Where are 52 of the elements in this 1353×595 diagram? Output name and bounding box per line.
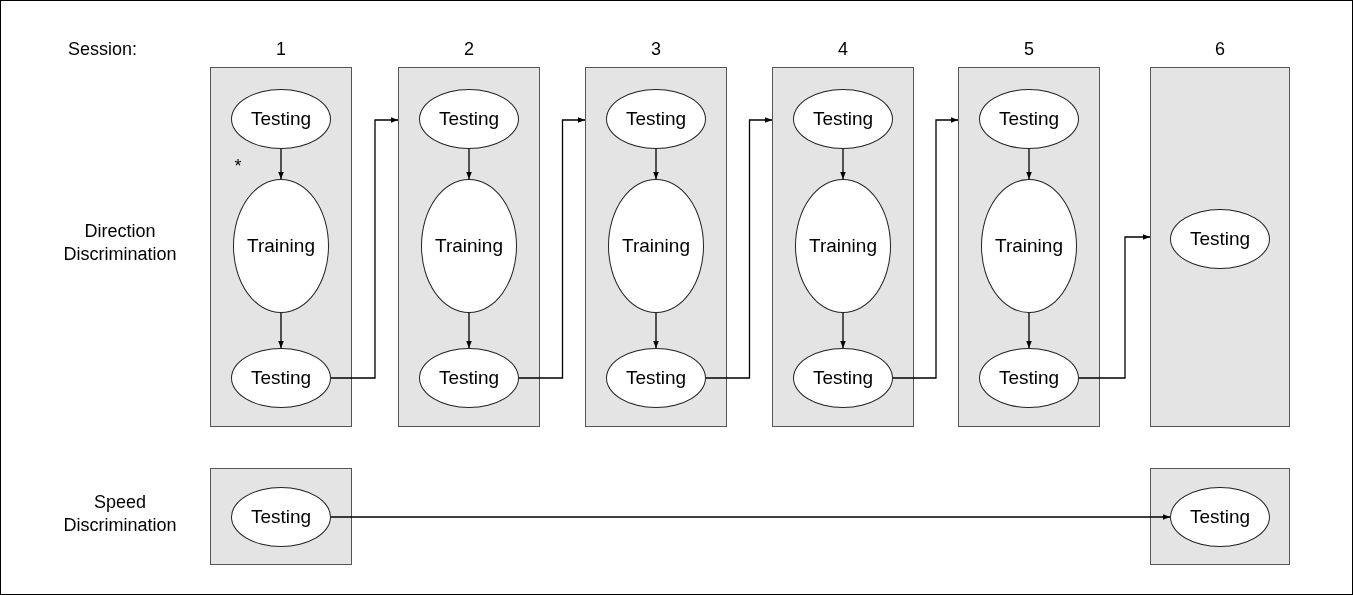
footnote-mark: * — [233, 155, 243, 178]
arrow — [840, 312, 846, 349]
session-number: 4 — [837, 38, 849, 61]
session-panel — [1150, 67, 1290, 427]
arrow — [1026, 312, 1032, 349]
session-number: 1 — [275, 38, 287, 61]
arrow — [466, 312, 472, 349]
session-panel — [210, 468, 352, 565]
session-panel — [398, 67, 540, 427]
arrow — [330, 514, 1171, 520]
row-label: Direction Discrimination — [62, 220, 178, 267]
stage-ellipse: Testing — [793, 348, 893, 408]
arrow — [330, 117, 399, 379]
stage-ellipse: Testing — [231, 348, 331, 408]
arrow — [840, 148, 846, 180]
arrow — [1078, 234, 1151, 379]
session-number: 5 — [1023, 38, 1035, 61]
arrow — [466, 148, 472, 180]
stage-ellipse: Testing — [979, 348, 1079, 408]
stage-ellipse: Testing — [606, 89, 706, 149]
arrow — [1026, 148, 1032, 180]
stage-ellipse: Testing — [793, 89, 893, 149]
stage-ellipse: Training — [795, 179, 891, 313]
arrow — [278, 312, 284, 349]
session-panel — [958, 67, 1100, 427]
stage-ellipse: Training — [421, 179, 517, 313]
session-panel — [772, 67, 914, 427]
stage-ellipse: Testing — [1170, 209, 1270, 269]
session-panel — [210, 67, 352, 427]
stage-ellipse: Testing — [419, 348, 519, 408]
arrow — [278, 148, 284, 180]
stage-ellipse: Testing — [979, 89, 1079, 149]
stage-ellipse: Testing — [231, 89, 331, 149]
stage-ellipse: Training — [981, 179, 1077, 313]
row-label: Speed Discrimination — [62, 491, 178, 538]
arrow — [653, 312, 659, 349]
stage-ellipse: Training — [233, 179, 329, 313]
stage-ellipse: Testing — [231, 487, 331, 547]
stage-ellipse: Testing — [1170, 487, 1270, 547]
arrow — [653, 148, 659, 180]
arrow — [518, 117, 586, 379]
session-number: 2 — [463, 38, 475, 61]
stage-ellipse: Training — [608, 179, 704, 313]
session-panel — [1150, 468, 1290, 565]
session-number: 3 — [650, 38, 662, 61]
stage-ellipse: Testing — [606, 348, 706, 408]
arrow — [892, 117, 959, 379]
session-panel — [585, 67, 727, 427]
arrow — [705, 117, 773, 379]
row-heading: Session: — [66, 38, 138, 61]
stage-ellipse: Testing — [419, 89, 519, 149]
session-number: 6 — [1214, 38, 1226, 61]
